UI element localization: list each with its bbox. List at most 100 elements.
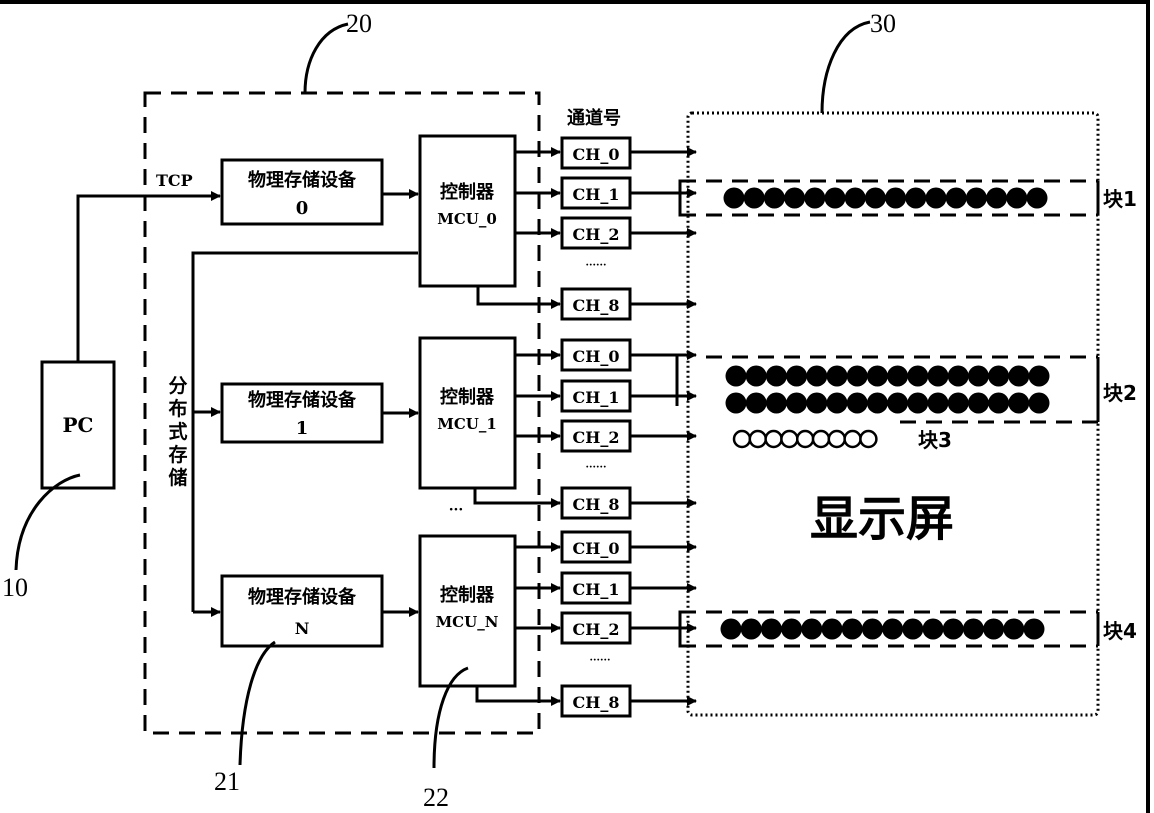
led-pixel	[907, 365, 929, 387]
channel-label: CH_8	[573, 296, 620, 315]
between-groups-ellipsis: ···	[449, 502, 464, 518]
controller-1-title: 控制器	[440, 386, 495, 408]
ref-label-30: 30	[870, 9, 896, 38]
controller-mcu-1	[418, 336, 517, 490]
led-pixel	[902, 618, 924, 640]
led-pixel	[1028, 365, 1050, 387]
led-pixel	[732, 429, 752, 449]
dist-char-1: 布	[168, 397, 187, 420]
channel-box	[560, 571, 632, 605]
led-pixel	[765, 392, 787, 414]
led-pixel	[967, 365, 989, 387]
block-1-label: 块1	[1103, 187, 1137, 211]
led-pixel	[947, 365, 969, 387]
led-pixel	[765, 365, 787, 387]
mcu-1-to-ch8	[473, 488, 561, 508]
led-pixel	[764, 429, 783, 449]
channel-ellipsis: ······	[586, 462, 607, 473]
storage-device-n-index: N	[295, 619, 310, 638]
led-pixel	[743, 187, 765, 209]
channel-box	[560, 176, 632, 210]
led-pixel	[1026, 187, 1048, 209]
dist-char-4: 储	[168, 466, 187, 489]
block-2-label: 块2	[1103, 381, 1137, 405]
channel-box	[560, 684, 632, 718]
led-pixel	[907, 392, 929, 414]
led-pixel	[748, 429, 768, 449]
led-pixel	[927, 365, 949, 387]
led-pixel	[763, 187, 785, 209]
led-pixel	[826, 365, 848, 387]
storage-device-n	[220, 574, 384, 648]
led-pixel	[811, 429, 831, 449]
led-pixel	[723, 187, 745, 209]
led-pixel	[882, 618, 904, 640]
storage-device-0-title: 物理存储设备	[248, 169, 357, 191]
group-0: 物理存储设备 0 控制器 MCU_0 CH_0 CH_1 CH_2 ······…	[220, 134, 697, 321]
led-pixel	[786, 365, 808, 387]
storage-device-1	[220, 382, 384, 444]
led-pixel	[983, 618, 1005, 640]
led-pixel	[827, 429, 847, 449]
led-pixel	[760, 618, 782, 640]
led-pixel	[887, 392, 909, 414]
led-pixel	[781, 618, 803, 640]
controller-mcu-n	[418, 534, 517, 688]
channel-box	[560, 530, 632, 564]
distributed-storage-label: 分 布 式 存 储	[168, 375, 187, 489]
channel-label: CH_8	[573, 495, 620, 514]
channel-label: CH_8	[573, 693, 620, 712]
led-pixel	[1028, 392, 1050, 414]
dist-char-3: 存	[168, 443, 187, 466]
led-pixel	[866, 365, 888, 387]
led-pixel	[942, 618, 964, 640]
leader-line-22	[432, 666, 469, 769]
ref-label-21: 21	[214, 767, 240, 796]
led-pixel	[745, 392, 767, 414]
led-pixel	[795, 429, 815, 449]
ref-label-20: 20	[346, 9, 372, 38]
led-pixel	[986, 187, 1008, 209]
channel-label: CH_2	[573, 225, 620, 244]
storage-system-boundary	[143, 91, 541, 735]
channel-box	[560, 216, 632, 250]
led-pixel	[859, 429, 878, 449]
controller-n-name: MCU_N	[436, 613, 499, 631]
channel-label: CH_0	[573, 347, 620, 366]
block-1-boundary	[706, 179, 1098, 217]
led-pixel	[1006, 187, 1028, 209]
tcp-label: TCP	[156, 171, 193, 190]
led-pixel	[801, 618, 823, 640]
led-pixel	[784, 187, 806, 209]
led-pixel	[1008, 392, 1030, 414]
led-pixel	[885, 187, 907, 209]
led-pixel	[745, 365, 767, 387]
led-pixel	[925, 187, 947, 209]
led-pixel	[988, 392, 1010, 414]
led-pixel	[844, 187, 866, 209]
led-pixel	[780, 429, 799, 449]
led-pixel	[927, 392, 949, 414]
ref-label-22: 22	[423, 783, 449, 812]
controller-1-name: MCU_1	[437, 415, 497, 433]
distributed-storage-bus	[191, 251, 418, 612]
leader-line-20	[303, 22, 349, 94]
block-4-input-bracket	[678, 610, 696, 648]
pc-label: PC	[63, 413, 94, 437]
led-pixel	[826, 392, 848, 414]
channel-ellipsis: ······	[590, 655, 611, 666]
channel-label: CH_1	[573, 388, 620, 407]
led-pixel	[887, 365, 909, 387]
channel-label: CH_1	[573, 580, 620, 599]
led-pixel	[945, 187, 967, 209]
led-pixel	[740, 618, 762, 640]
channel-label: CH_2	[573, 428, 620, 447]
leader-line-10	[14, 473, 81, 571]
storage-device-n-title: 物理存储设备	[248, 586, 357, 608]
led-pixel	[725, 392, 747, 414]
storage-device-1-title: 物理存储设备	[248, 389, 357, 411]
led-pixel	[720, 618, 742, 640]
led-pixel	[866, 392, 888, 414]
